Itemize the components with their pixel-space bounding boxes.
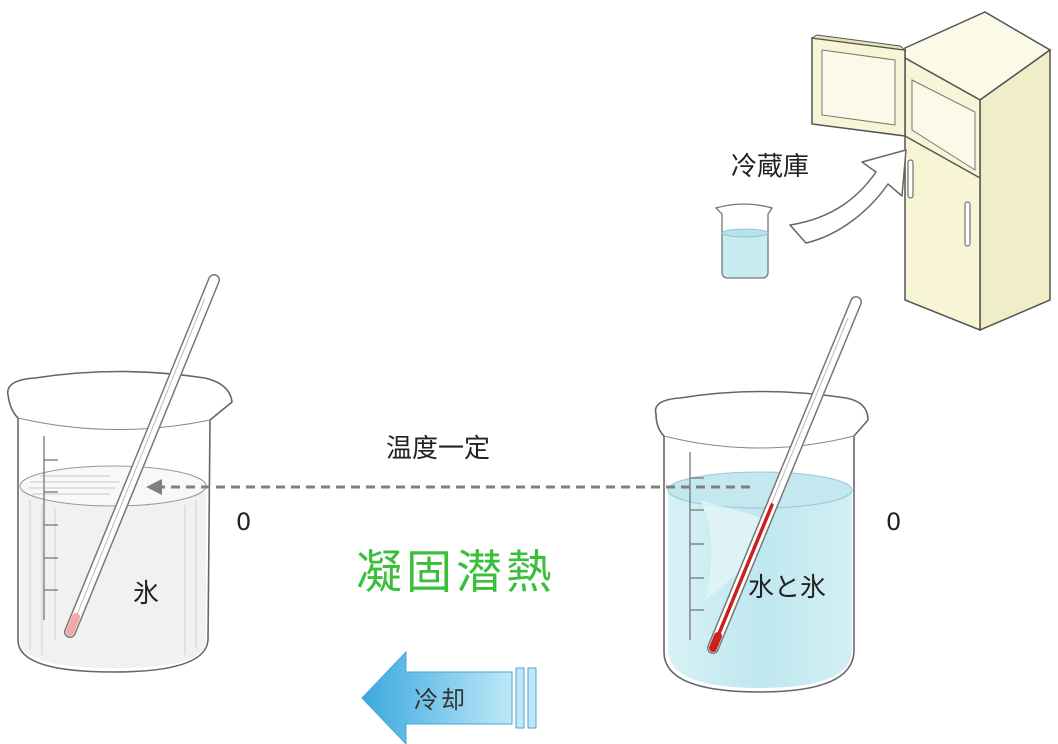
cooling-arrow [361, 650, 537, 744]
ice-label: 氷 [133, 579, 160, 609]
cooling-label: 冷却 [414, 686, 468, 714]
left-temperature-label: 0 [236, 508, 252, 536]
right-thermometer [707, 296, 862, 654]
fridge-label: 冷蔵庫 [731, 152, 810, 182]
latent-heat-label: 凝固潜熱 [356, 545, 556, 599]
left-thermometer [64, 274, 220, 638]
right-temperature-label: 0 [886, 508, 902, 536]
left-beaker [6, 274, 233, 673]
water-and-ice-label: 水と氷 [748, 573, 827, 603]
into-fridge-arrow [789, 149, 907, 244]
constant-temperature-label: 温度一定 [386, 434, 491, 464]
small-beaker [714, 203, 774, 279]
constant-temperature-arrow [146, 479, 750, 495]
refrigerator [810, 11, 1052, 332]
right-beaker [654, 296, 869, 693]
